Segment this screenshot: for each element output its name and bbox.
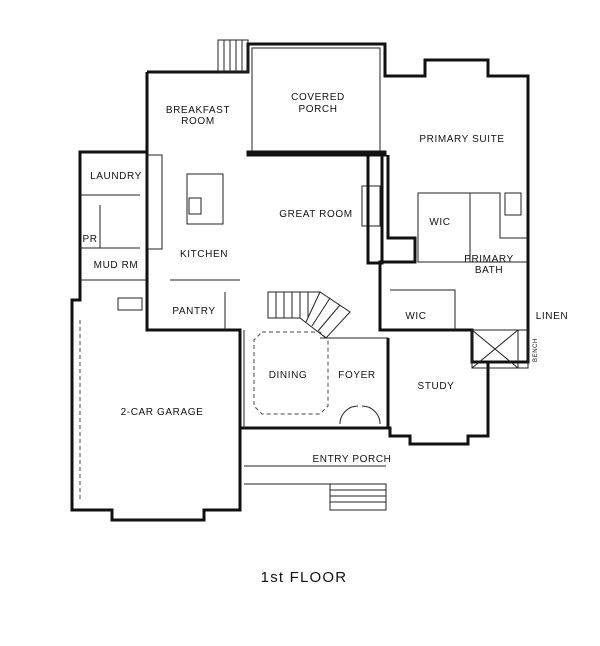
dining-label: DINING [269,370,308,381]
front-entry [329,405,387,511]
entry-porch-label: ENTRY PORCH [312,454,391,465]
wic-lower-label: WIC [405,311,426,322]
rear-stairs [217,39,249,73]
mud-room-label: MUD RM [94,260,139,271]
breakfast-room-label-2: ROOM [181,116,215,127]
laundry-label: LAUNDRY [90,171,142,182]
garage-label: 2-CAR GARAGE [121,407,204,418]
primary-bath-label-2: BATH [475,265,503,276]
covered-porch-label-2: PORCH [298,104,337,115]
primary-bath-label-1: PRIMARY [464,254,514,265]
pantry-label: PANTRY [172,306,215,317]
kitchen-label: KITCHEN [180,249,228,260]
linen-label: LINEN [536,311,568,322]
interior-walls [80,152,529,428]
wic-upper-label: WIC [429,217,450,228]
study-label: STUDY [418,381,455,392]
floor-title: 1st FLOOR [261,569,348,586]
great-room-label: GREAT ROOM [279,209,352,220]
covered-porch-outline [246,47,387,157]
foyer-label: FOYER [338,370,375,381]
exterior-walls [70,42,530,522]
main-staircase [267,291,351,339]
primary-suite-label: PRIMARY SUITE [419,134,504,145]
bench-label: BENCH [533,338,539,362]
breakfast-room-label-1: BREAKFAST [166,105,230,116]
pr-label: PR [82,234,97,245]
covered-porch-label-1: COVERED [291,92,345,103]
